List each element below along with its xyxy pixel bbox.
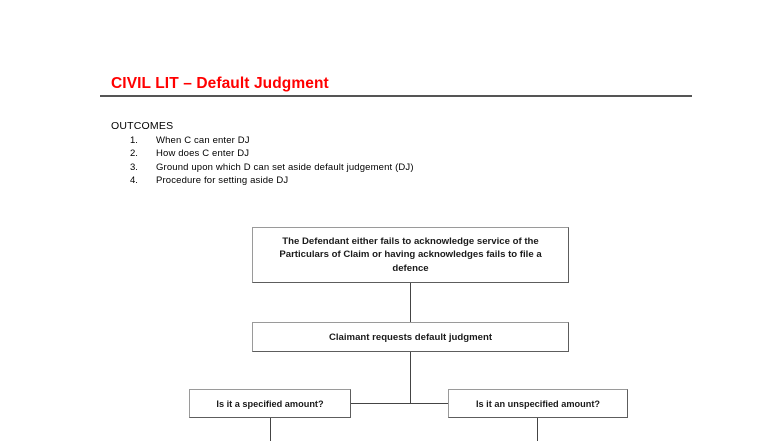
outcomes-heading: OUTCOMES [111,120,174,132]
list-item-number: 3. [130,161,138,173]
connector-branch-horizontal [351,403,448,404]
list-item: 1. When C can enter DJ [130,134,414,147]
outcomes-list: 1. When C can enter DJ 2. How does C ent… [130,134,414,188]
list-item: 2. How does C enter DJ [130,147,414,160]
connector-specified-down [270,418,271,441]
list-item: 4. Procedure for setting aside DJ [130,174,414,187]
list-item-label: Ground upon which D can set aside defaul… [156,161,414,173]
page-title: CIVIL LIT – Default Judgment [111,75,329,92]
flowchart-node-claimant-requests: Claimant requests default judgment [252,322,569,352]
list-item-label: Procedure for setting aside DJ [156,175,289,187]
flowchart-node-label: Is it an unspecified amount? [475,398,601,409]
list-item: 3. Ground upon which D can set aside def… [130,161,414,174]
flowchart-node-specified-amount: Is it a specified amount? [189,389,351,418]
flowchart-node-label: Is it a specified amount? [216,398,324,409]
title-divider [100,95,692,97]
connector-defendant-to-claimant [410,283,411,322]
flowchart-node-label: Claimant requests default judgment [328,331,493,343]
list-item-label: How does C enter DJ [156,148,250,160]
flowchart-node-unspecified-amount: Is it an unspecified amount? [448,389,628,418]
list-item-number: 2. [130,148,138,160]
list-item-number: 1. [130,135,138,146]
flowchart-node-label: The Defendant either fails to acknowledg… [279,235,542,274]
connector-claimant-down [410,352,411,403]
list-item-label: When C can enter DJ [156,135,250,146]
flowchart-node-defendant-fails: The Defendant either fails to acknowledg… [252,227,569,283]
connector-unspecified-down [537,418,538,441]
list-item-number: 4. [130,175,138,187]
